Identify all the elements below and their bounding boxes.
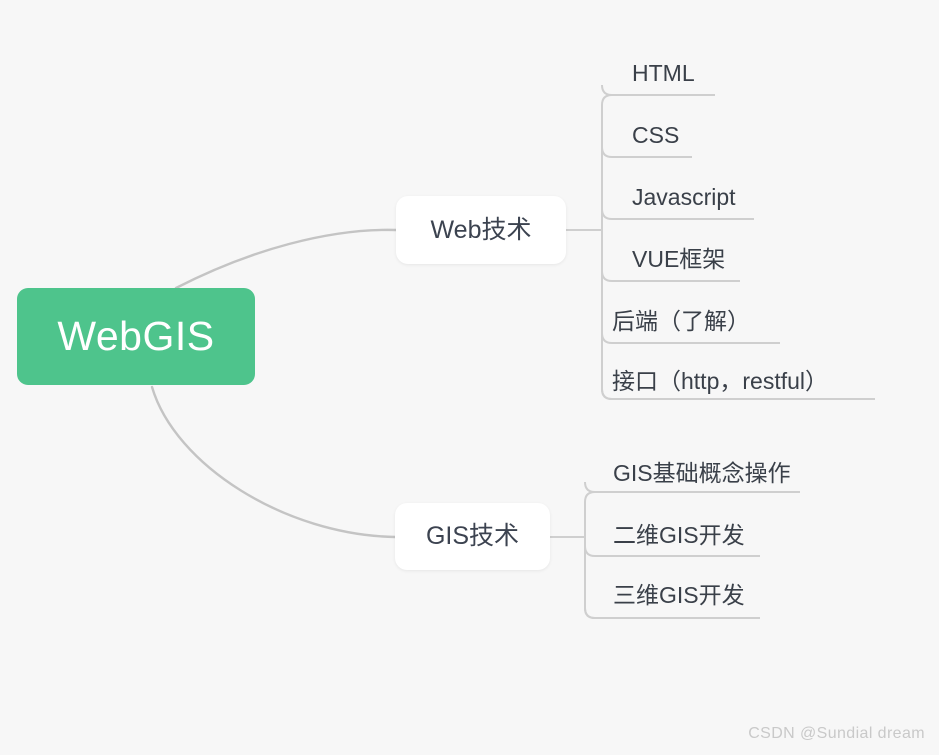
- spine-web: [601, 94, 613, 400]
- branch-node-label-web: Web技术: [430, 215, 532, 244]
- branch-node-label-gis: GIS技术: [425, 522, 520, 550]
- leaf-item-web-5[interactable]: 接口（http，restful）: [612, 368, 828, 394]
- connector-root-to-gis: [150, 385, 397, 539]
- leaf-item-gis-1[interactable]: 二维GIS开发: [613, 522, 745, 548]
- leaf-underline-gis-2: [584, 607, 760, 619]
- leaf-item-web-2[interactable]: Javascript: [632, 184, 736, 210]
- connector-root-to-web: [174, 228, 398, 290]
- root-node-label: WebGIS: [57, 313, 215, 359]
- root-node-webgis[interactable]: WebGIS: [17, 288, 255, 385]
- leaf-item-web-4[interactable]: 后端（了解）: [612, 308, 750, 334]
- leaf-item-web-0[interactable]: HTML: [632, 60, 695, 86]
- leaf-underline-web-2: [601, 208, 754, 220]
- leaf-underline-web-0: [601, 84, 715, 96]
- leaf-underline-web-1: [601, 146, 692, 158]
- watermark: CSDN @Sundial dream: [748, 725, 925, 742]
- leaf-item-gis-2[interactable]: 三维GIS开发: [613, 582, 745, 608]
- branch-node-web[interactable]: Web技术: [396, 196, 566, 264]
- leaf-item-gis-0[interactable]: GIS基础概念操作: [613, 460, 791, 486]
- spine-gis: [584, 491, 596, 619]
- leaf-item-web-3[interactable]: VUE框架: [632, 246, 726, 272]
- leaf-underline-web-3: [601, 270, 740, 282]
- leaf-underline-web-4: [601, 332, 780, 344]
- branch-node-gis[interactable]: GIS技术: [395, 503, 550, 570]
- leaf-item-web-1[interactable]: CSS: [632, 122, 680, 148]
